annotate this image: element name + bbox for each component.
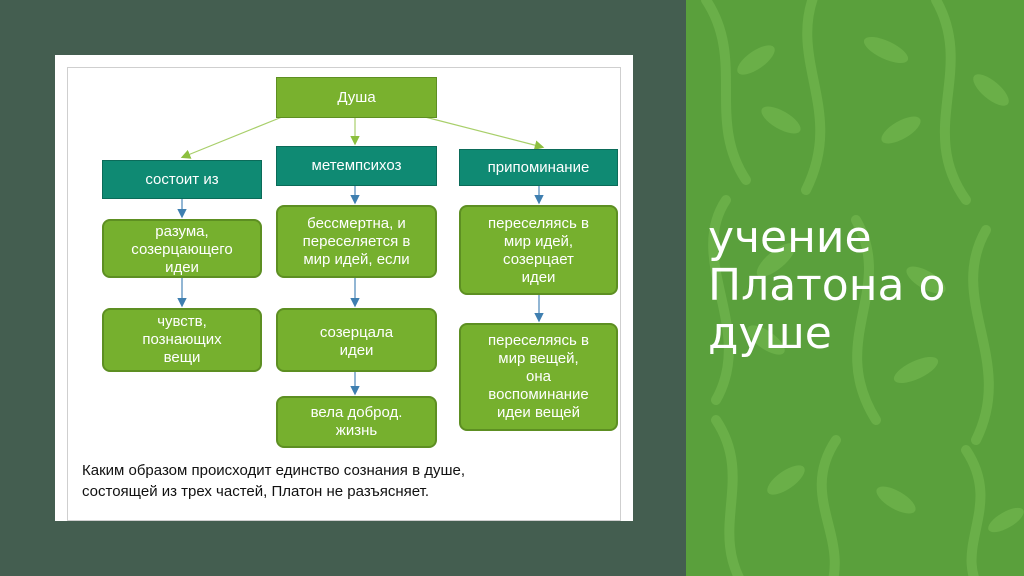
node-text-line: бессмертна, и bbox=[307, 215, 406, 232]
node-text-line: идеи bbox=[339, 342, 374, 359]
node-root: Душа bbox=[276, 77, 437, 118]
diagram-caption: Каким образом происходит единство сознан… bbox=[82, 460, 602, 502]
decorative-leaf-panel bbox=[686, 0, 1024, 576]
node-text-line: она bbox=[526, 368, 551, 385]
node-text-line: переселяется в bbox=[302, 233, 411, 250]
node-label: метемпсихоз bbox=[311, 157, 402, 174]
node-col3-item1: переселяясь в мир идей, созерцает идеи bbox=[459, 205, 618, 295]
node-col3-item2: переселяясь в мир вещей, она воспоминани… bbox=[459, 323, 618, 431]
node-text-line: жизнь bbox=[335, 422, 378, 439]
node-col1-item1: разума, созерцающего идеи bbox=[102, 219, 262, 278]
node-col1-item2: чувств, познающих вещи bbox=[102, 308, 262, 372]
node-text-line: созерцающего bbox=[131, 241, 233, 258]
node-text-line: идеи bbox=[521, 269, 556, 286]
node-text-line: переселяясь в bbox=[488, 215, 589, 232]
node-text-line: созерцала bbox=[319, 324, 394, 341]
node-label: состоит из bbox=[145, 170, 219, 188]
node-text-line: разума, bbox=[155, 223, 209, 240]
node-col2-header: метемпсихоз bbox=[276, 146, 437, 186]
node-text-line: мир вещей, bbox=[498, 350, 579, 367]
node-col2-item3: вела доброд. жизнь bbox=[276, 396, 437, 448]
node-root-label: Душа bbox=[337, 88, 376, 106]
leaf-pattern-icon bbox=[701, 0, 1024, 576]
node-text-line: вещи bbox=[163, 349, 201, 366]
caption-line: Каким образом происходит единство сознан… bbox=[82, 462, 466, 479]
node-text-line: мир идей, если bbox=[303, 251, 410, 268]
node-text-line: идеи bbox=[165, 259, 199, 276]
node-col2-item1: бессмертна, и переселяется в мир идей, е… bbox=[276, 205, 437, 278]
title-line: душе bbox=[708, 308, 832, 359]
node-text-line: вела доброд. bbox=[310, 404, 403, 421]
node-text-line: познающих bbox=[142, 331, 222, 348]
node-col3-header: припоминание bbox=[459, 149, 618, 186]
caption-line: состоящей из трех частей, Платон не разъ… bbox=[82, 483, 429, 500]
diagram-frame bbox=[67, 67, 621, 521]
title-line: учение bbox=[708, 212, 872, 263]
node-text-line: воспоминание bbox=[488, 386, 589, 403]
node-col2-item2: созерцала идеи bbox=[276, 308, 437, 372]
node-label: припоминание bbox=[487, 158, 590, 176]
title-line: Платона о bbox=[708, 260, 946, 311]
node-text-line: чувств, bbox=[157, 313, 207, 330]
slide-title: учение Платона о душе bbox=[708, 214, 1008, 358]
node-text-line: переселяясь в bbox=[488, 332, 589, 349]
node-text-line: мир идей, bbox=[503, 233, 574, 250]
node-text-line: идеи вещей bbox=[496, 404, 581, 421]
node-text-line: созерцает bbox=[503, 251, 574, 268]
node-col1-header: состоит из bbox=[102, 160, 262, 199]
